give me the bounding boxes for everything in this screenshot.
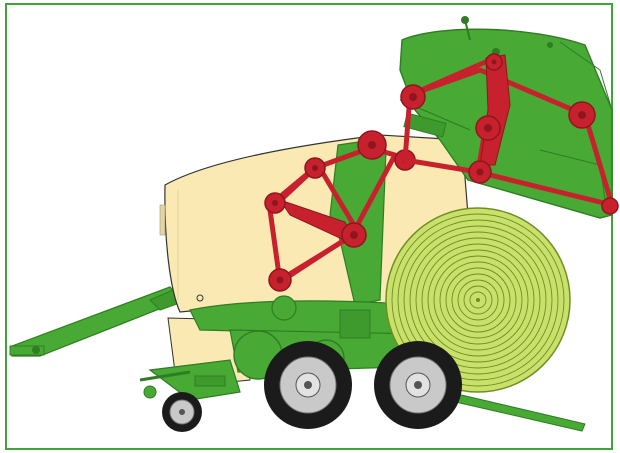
roller-tail-front	[401, 85, 425, 109]
bale-center	[476, 298, 480, 302]
wheel-rear	[374, 341, 462, 429]
jockey-wheel	[140, 360, 240, 432]
roller-tail-rear	[569, 102, 595, 128]
wheel-front	[264, 341, 352, 429]
roller-front-left	[265, 193, 285, 213]
roller-front-top	[358, 131, 386, 159]
roller-front-bottom	[269, 269, 291, 291]
drawbar	[10, 287, 188, 356]
roller-tail-bottom	[469, 161, 491, 183]
roller-tail-top	[486, 54, 502, 70]
roller-front-upper	[305, 158, 325, 178]
roller-tail-middle	[476, 116, 500, 140]
roller-front-right	[342, 223, 366, 247]
roller-tail-end	[602, 198, 618, 214]
